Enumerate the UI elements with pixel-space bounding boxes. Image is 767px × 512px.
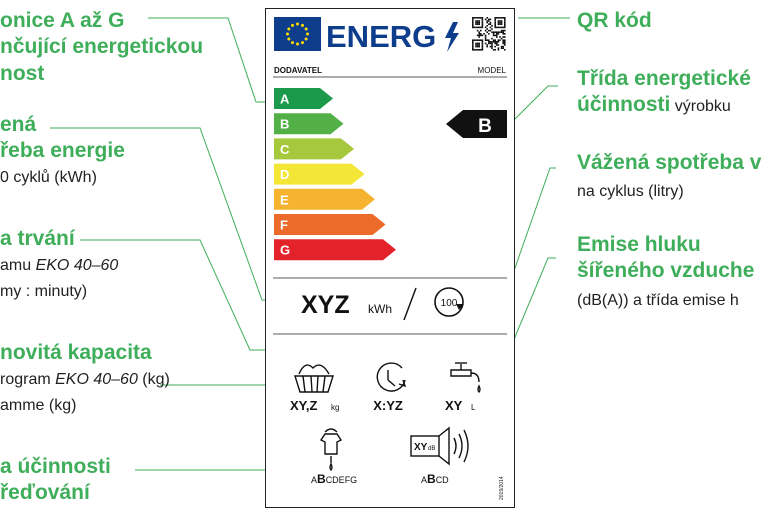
callout-capacity-sub1: rogram EKO 40–60 (kg) xyxy=(0,371,170,389)
callout-capacity-sub2: amme (kg) xyxy=(0,397,77,415)
callout-water-sub: na cyklus (litry) xyxy=(577,183,684,201)
callout-energy-classes-line3: nost xyxy=(0,61,45,85)
callout-qr: QR kód xyxy=(577,8,652,34)
energy-class-arrow-a xyxy=(273,87,333,109)
lightning-icon xyxy=(444,21,459,52)
eu-star-icon xyxy=(304,37,308,40)
energy-label-graphic: ENERG DODAVATEL MODEL ABCDEFG B XYZ kWh … xyxy=(272,16,507,500)
leader-class xyxy=(513,85,558,121)
capacity-value: XY,Z xyxy=(290,398,318,413)
eu-star-icon xyxy=(305,32,309,35)
eu-star-icon xyxy=(286,27,290,30)
callout-weighted-energy: ená řeba energie 0 cyklů (kWh) xyxy=(0,112,125,188)
energy-class-arrow-c xyxy=(273,137,354,159)
clock-icon xyxy=(376,361,406,392)
callout-weighted-energy-line2: řeba energie xyxy=(0,139,125,163)
energy-class-arrow-d xyxy=(273,163,364,185)
callout-weighted-energy-line1: ená xyxy=(0,113,37,136)
noise-scale: ABCD xyxy=(421,472,449,486)
energy-class-letter-b: B xyxy=(280,116,289,131)
callout-noise-sub: (dB(A)) a třída emise h xyxy=(577,291,739,309)
model-label: MODEL xyxy=(477,66,506,75)
callout-product-class-line1: Třída energetické xyxy=(577,67,751,90)
spin-drying-icon xyxy=(319,427,342,471)
water-value: XY xyxy=(445,398,463,413)
callout-water-title: Vážená spotřeba v xyxy=(577,151,762,174)
energy-unit: kWh xyxy=(368,302,392,316)
energy-class-letter-d: D xyxy=(280,167,289,182)
callout-product-class: Třída energetické účinnosti výrobku xyxy=(577,66,751,119)
noise-value: XY xyxy=(414,442,428,453)
water-tap-icon xyxy=(449,361,481,393)
svg-text:ABCD: ABCD xyxy=(421,472,449,486)
capacity-unit: kg xyxy=(331,403,339,412)
callout-spin-line2: řeďování xyxy=(0,481,90,505)
energy-class-letter-g: G xyxy=(280,242,290,257)
energy-class-scale: ABCDEFG xyxy=(273,87,396,260)
laundry-basket-icon xyxy=(293,363,334,393)
energy-class-letter-f: F xyxy=(280,217,288,232)
eu-star-icon xyxy=(295,42,299,45)
energy-class-arrow-f xyxy=(273,213,385,235)
callout-energy-classes: onice A až G nčující energetickou nost xyxy=(0,8,203,87)
callout-weighted-energy-sub: 0 cyklů (kWh) xyxy=(0,168,97,186)
qr-code-icon xyxy=(471,16,506,51)
cycles-arrow-icon xyxy=(455,303,464,310)
cycles-value: 100 xyxy=(440,298,457,309)
svg-text:ABCDEFG: ABCDEFG xyxy=(311,472,357,486)
callout-noise-line2: šířeného vzduche xyxy=(577,259,755,283)
energy-word: ENERG xyxy=(326,19,436,54)
cycles-icon xyxy=(433,286,464,317)
eu-flag-icon xyxy=(273,16,321,51)
callout-noise: Emise hluku šířeného vzduche (dB(A)) a t… xyxy=(577,232,754,311)
speaker-icon xyxy=(409,426,469,465)
eu-star-icon xyxy=(286,37,290,40)
energy-slash xyxy=(402,287,417,320)
eu-star-icon xyxy=(290,40,294,44)
supplier-label: DODAVATEL xyxy=(274,66,322,75)
eu-star-icon xyxy=(290,23,294,27)
callout-duration-title: a trvání xyxy=(0,227,75,250)
product-class-arrow xyxy=(445,109,507,138)
callout-duration-sub1: amu EKO 40–60 xyxy=(0,257,119,275)
eu-star-icon xyxy=(304,27,308,30)
energy-class-letter-a: A xyxy=(280,91,290,106)
energy-class-letter-e: E xyxy=(280,192,289,207)
energy-class-arrow-b xyxy=(273,112,343,134)
duration-value: X:YZ xyxy=(373,398,403,413)
energy-class-arrow-g xyxy=(273,238,396,260)
spin-scale: ABCDEFG xyxy=(311,472,357,486)
energy-class-letter-c: C xyxy=(280,141,290,156)
noise-unit: dB xyxy=(428,446,435,452)
callout-spin-efficiency: a účinnosti řeďování xyxy=(0,454,111,507)
callout-water: Vážená spotřeba v na cyklus (litry) xyxy=(577,150,761,202)
callout-energy-classes-line2: nčující energetickou xyxy=(0,35,204,59)
eu-star-icon xyxy=(285,32,289,35)
energy-value: XYZ xyxy=(301,291,350,319)
callout-energy-classes-line1: onice A až G xyxy=(0,9,125,32)
callout-capacity-title: novitá kapacita xyxy=(0,341,152,364)
callout-product-class-line2: účinnosti výrobku xyxy=(577,93,731,117)
product-class-letter: B xyxy=(478,116,492,137)
eu-star-icon xyxy=(300,40,304,44)
eu-star-icon xyxy=(300,23,304,27)
callout-capacity: novitá kapacita rogram EKO 40–60 (kg) am… xyxy=(0,340,170,416)
callout-duration: a trvání amu EKO 40–60 my : minuty) xyxy=(0,226,118,302)
callout-noise-line1: Emise hluku xyxy=(577,233,701,256)
energy-class-arrow-e xyxy=(273,188,375,210)
callout-duration-sub2: my : minuty) xyxy=(0,283,88,301)
eu-star-icon xyxy=(295,22,299,25)
water-unit: L xyxy=(471,403,476,412)
eu-stars-icon xyxy=(285,22,309,45)
callout-qr-title: QR kód xyxy=(577,9,652,32)
callout-spin-line1: a účinnosti xyxy=(0,455,111,478)
regulation-number: 2019/2014 xyxy=(499,476,505,500)
